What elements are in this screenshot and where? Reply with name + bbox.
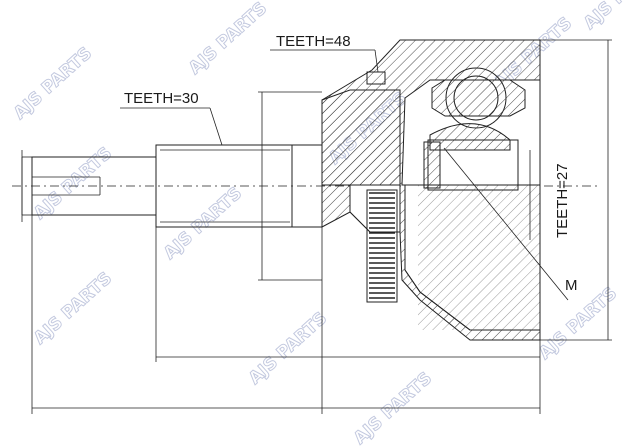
ball-cage xyxy=(423,67,526,191)
abs-ring xyxy=(366,71,398,303)
watermark-5: AJS PARTS xyxy=(160,183,246,263)
label-teeth-outer: TEETH=48 xyxy=(276,33,351,50)
label-thread: M xyxy=(565,277,578,294)
label-teeth-shaft: TEETH=30 xyxy=(124,90,199,107)
watermark-3: AJS PARTS xyxy=(30,268,116,348)
watermark-6: AJS PARTS xyxy=(245,308,331,388)
label-teeth-inner: TEETH=27 xyxy=(554,163,571,238)
watermark-1: AJS PARTS xyxy=(10,43,96,123)
watermark-2: AJS PARTS xyxy=(30,143,116,223)
dimensions xyxy=(21,39,612,414)
leaders xyxy=(120,49,379,146)
thread-leader xyxy=(443,147,569,301)
splined-shaft xyxy=(155,144,322,228)
watermark-12: AJS PARTS xyxy=(580,0,640,34)
watermark-4: AJS PARTS xyxy=(185,0,271,79)
